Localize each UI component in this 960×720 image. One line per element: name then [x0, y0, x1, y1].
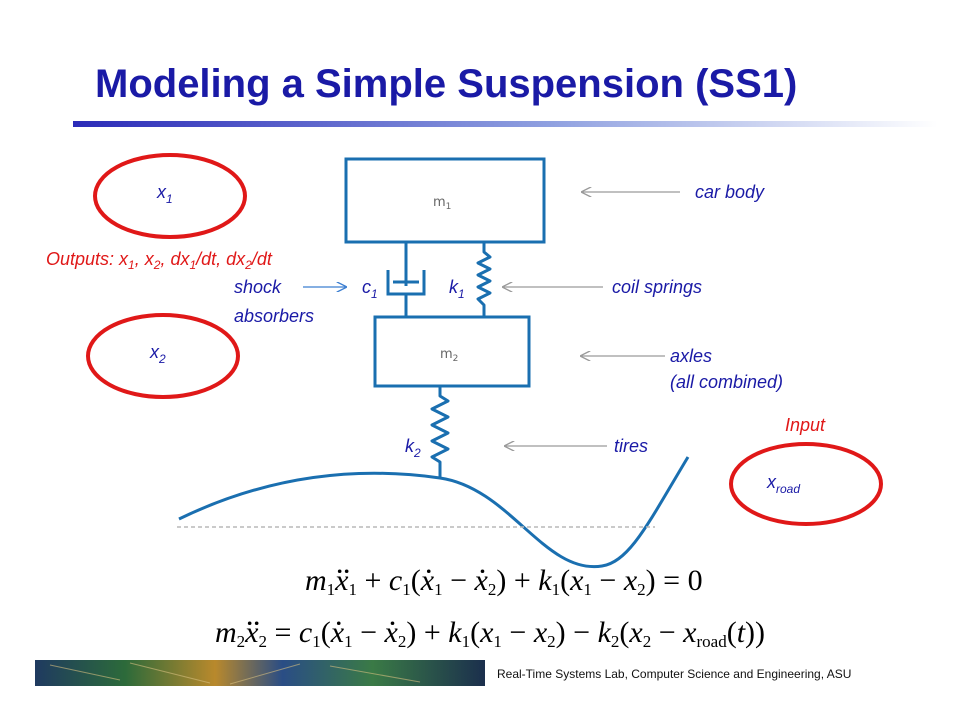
m1-subscript: 1: [446, 202, 452, 212]
axles-label: axles: [670, 346, 712, 366]
absorbers-label: absorbers: [234, 306, 314, 326]
eq1-xdot-2: x: [474, 564, 489, 597]
mass-m2: m2: [373, 315, 531, 388]
k1-label: k: [449, 277, 459, 297]
eq1-xdot-1: x: [420, 564, 435, 597]
derivative-dot: [390, 621, 395, 626]
x2-label: x: [149, 342, 160, 362]
svg-text:m1: m1: [433, 195, 451, 212]
footer-circuit-image: [35, 660, 485, 686]
road-profile: [178, 456, 690, 569]
car-body-label: car body: [695, 182, 765, 202]
axle-box: [373, 315, 531, 388]
derivative-dot: [480, 569, 485, 574]
derivative-dot: [426, 569, 431, 574]
m1-label: m: [433, 195, 446, 210]
footer-banner: Real-Time Systems Lab, Computer Science …: [35, 660, 851, 686]
derivative-dot: [337, 569, 342, 574]
derivative-dot: [247, 621, 252, 626]
x1-callout-ellipse: [93, 153, 247, 239]
xroad-label: x: [766, 472, 777, 492]
svg-text:c1: c1: [362, 277, 378, 301]
x1-label: x: [156, 182, 167, 202]
eq2-xdot-2: x: [384, 616, 399, 649]
m2-label: m: [440, 347, 453, 362]
mass-m1: m1: [344, 157, 546, 244]
svg-text:xroad: xroad: [766, 472, 800, 496]
k1-subscript: 1: [458, 287, 465, 301]
svg-text:k1: k1: [449, 277, 465, 301]
c1-subscript: 1: [371, 287, 378, 301]
k2-label: k: [405, 436, 415, 456]
x1-subscript: 1: [166, 192, 173, 206]
derivative-dot: [336, 621, 341, 626]
footer-text: Real-Time Systems Lab, Computer Science …: [497, 667, 851, 681]
coil-springs-label: coil springs: [612, 277, 702, 297]
tires-label: tires: [614, 436, 648, 456]
equation-1: m1x1 + c1(x1 − x2) + k1(x1 − x2) = 0: [305, 564, 703, 599]
eq2-x-ddot: x: [244, 616, 259, 649]
all-combined-label: (all combined): [670, 372, 783, 392]
coil-spring-k1: [476, 243, 492, 317]
eq1-x-ddot: x: [334, 564, 349, 597]
tire-spring-k2: [430, 386, 450, 478]
xroad-callout-ellipse: [729, 442, 883, 526]
title-rule: [73, 121, 938, 127]
x2-callout-ellipse: [86, 313, 240, 399]
m2-subscript: 2: [453, 354, 459, 364]
svg-text:m2: m2: [440, 347, 458, 364]
shock-label: shock: [234, 277, 282, 297]
svg-text:x2: x2: [149, 342, 166, 366]
derivative-dot: [344, 569, 349, 574]
derivative-dot: [254, 621, 259, 626]
outputs-label: Outputs: x1, x2, dx1/dt, dx2/dt: [46, 249, 273, 272]
derivative-dots: [247, 569, 485, 626]
svg-text:k2: k2: [405, 436, 421, 460]
k2-subscript: 2: [413, 446, 421, 460]
slide-title: Modeling a Simple Suspension (SS1): [95, 62, 797, 106]
svg-text:x1: x1: [156, 182, 173, 206]
c1-label: c: [362, 277, 371, 297]
xroad-subscript: road: [776, 482, 800, 496]
input-label: Input: [785, 415, 826, 435]
eq2-xdot-1: x: [330, 616, 345, 649]
x2-subscript: 2: [158, 352, 166, 366]
equation-2: m2x2 = c1(x1 − x2) + k1(x1 − x2) − k2(x2…: [215, 616, 765, 651]
car-body-box: [344, 157, 546, 244]
shock-absorber: [386, 243, 426, 317]
